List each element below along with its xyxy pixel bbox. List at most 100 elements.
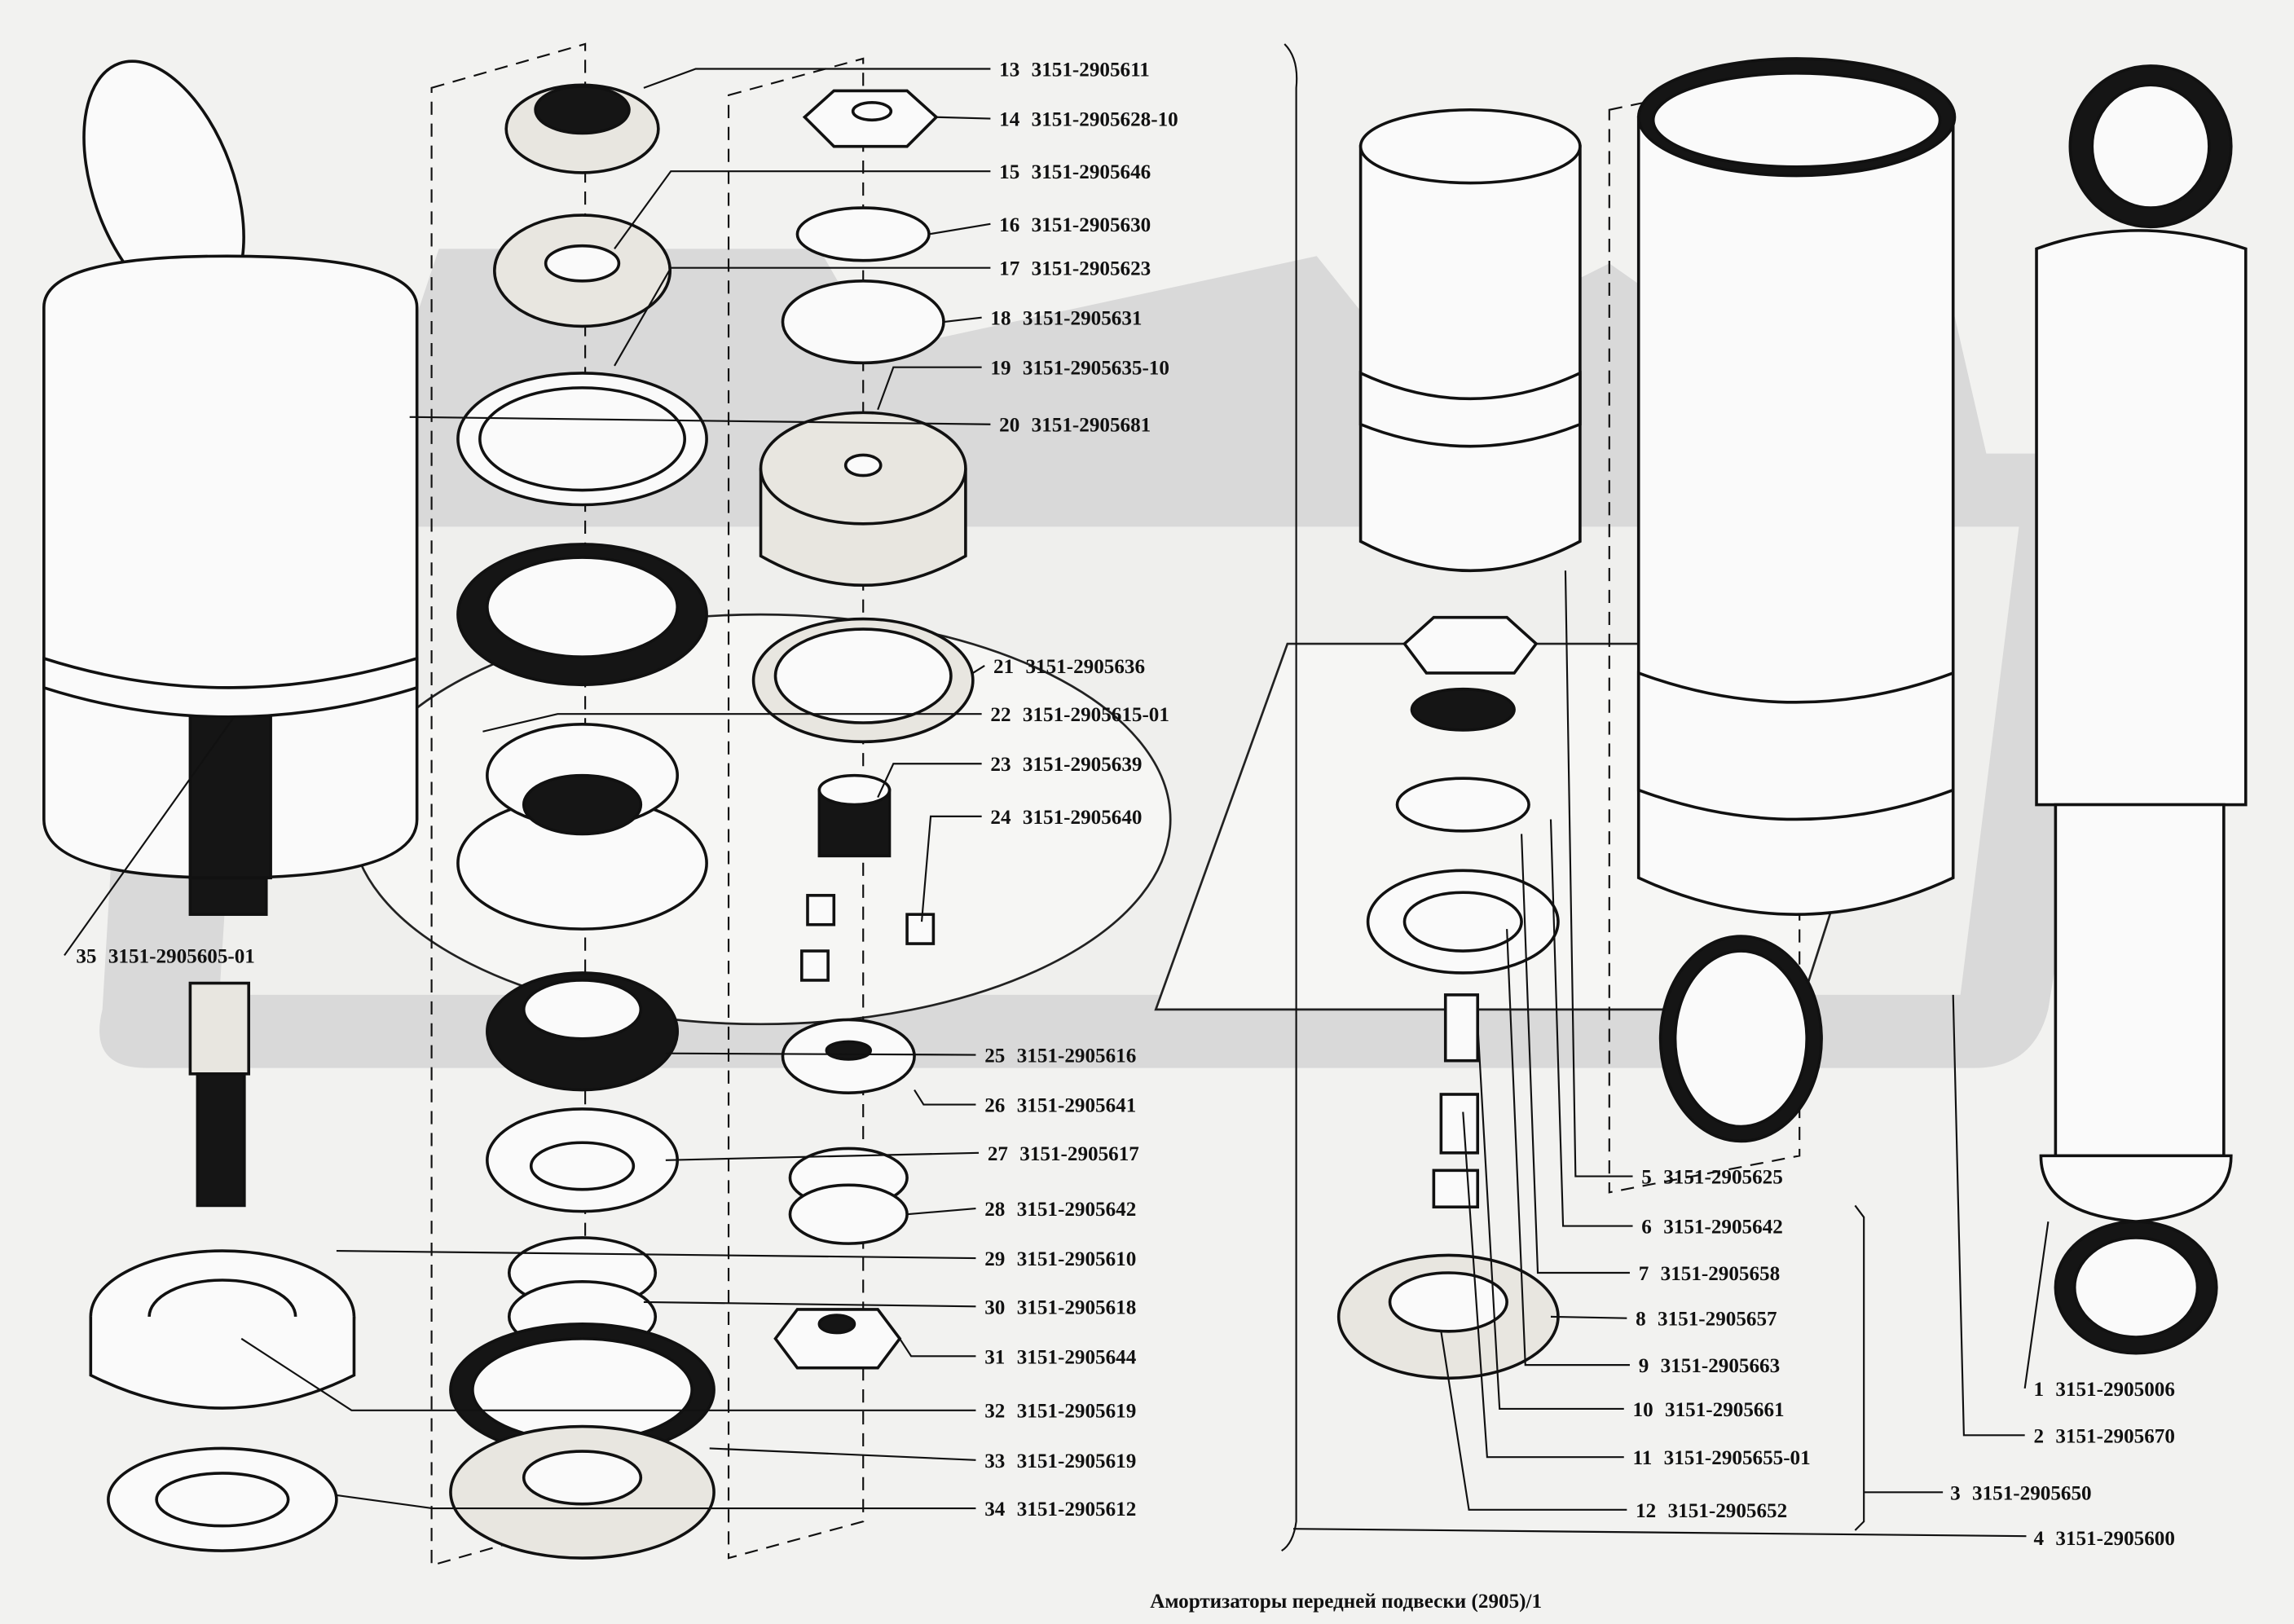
part-number: 31 [984,1346,1005,1368]
part-code: 3151-2905636 [1025,656,1145,678]
part-number: 21 [993,656,1014,678]
assembly-frame-left [430,42,587,1567]
part-label-33: 33 3151-2905619 [984,1450,1136,1472]
leader-line-8 [1550,1315,1627,1319]
leader-line-32 [240,1337,976,1411]
part-code: 3151-2905619 [1017,1401,1137,1423]
part-number: 2 [2033,1425,2044,1447]
part-number: 9 [1639,1355,1649,1377]
part-code: 3151-2905631 [1023,308,1143,330]
part-code: 3151-2905628-10 [1032,109,1178,131]
part-number: 19 [990,358,1011,380]
part-code: 3151-2905600 [2055,1528,2175,1550]
leader-line-6 [1549,819,1633,1227]
part-code: 3151-2905618 [1017,1296,1137,1318]
part-code: 3151-2905630 [1032,214,1151,236]
part-number: 28 [984,1199,1005,1221]
column-2-parts [449,83,715,1560]
leader-line-29 [336,1250,976,1260]
part-label-21: 21 3151-2905636 [993,656,1145,678]
leader-line-35 [64,716,236,957]
leader-line-23 [877,763,982,798]
leader-line-10 [1477,1023,1624,1411]
part-number: 11 [1633,1447,1653,1469]
leader-line-7 [1521,834,1630,1274]
part-number: 1 [2033,1379,2044,1401]
part-label-10: 10 3151-2905661 [1633,1399,1785,1421]
part-code: 3151-2905616 [1017,1045,1137,1067]
part-number: 23 [990,754,1011,776]
part-number: 17 [999,258,1019,280]
part-code: 3151-2905612 [1017,1499,1137,1521]
part-code: 3151-2905657 [1658,1309,1777,1331]
group-bracket-3 [1854,1204,1944,1531]
part-number: 27 [988,1143,1008,1165]
part-number: 7 [1639,1263,1649,1285]
part-label-24: 24 3151-2905640 [990,807,1142,829]
part-number: 6 [1641,1217,1652,1239]
leader-line-33 [709,1447,976,1461]
part-code: 3151-2905619 [1017,1450,1137,1472]
part-code: 3151-2905640 [1023,807,1143,829]
part-code: 3151-2905670 [2055,1425,2175,1447]
part-label-2: 2 3151-2905670 [2033,1425,2174,1447]
leader-line-18 [943,316,982,323]
leader-line-24 [920,815,982,922]
part-number: 10 [1633,1399,1653,1421]
leader-line-9 [1506,929,1630,1367]
part-code: 3151-2905639 [1023,754,1143,776]
part-label-4: 4 3151-2905600 [2033,1528,2174,1550]
part-number: 14 [999,109,1020,131]
part-code: 3151-2905650 [1972,1482,2092,1504]
part-code: 3151-2905642 [1663,1217,1783,1239]
part-number: 24 [990,807,1011,829]
leader-line-26 [914,1089,976,1106]
leader-line-2 [1952,994,2025,1437]
leader-line-11 [1462,1111,1624,1459]
part-number: 22 [990,704,1011,726]
part-code: 3151-2905006 [2055,1379,2175,1401]
leader-line-28 [906,1207,976,1216]
leader-line-34 [336,1494,976,1510]
part-number: 20 [999,415,1019,437]
nut-32 [89,1249,356,1410]
part-number: 18 [990,308,1011,330]
part-label-1: 1 3151-2905006 [2033,1379,2174,1401]
part-code: 3151-2905615-01 [1023,704,1169,726]
part-code: 3151-2905625 [1663,1167,1783,1189]
leader-line-19 [877,366,982,411]
part-code: 3151-2905661 [1665,1399,1785,1421]
part-code: 3151-2905635-10 [1023,358,1169,380]
assembly-frame-mid [727,57,865,1560]
part-code: 3151-2905646 [1032,161,1151,183]
leader-line-20 [409,416,991,425]
shock-absorber [2035,64,2248,1355]
part-number: 4 [2033,1528,2044,1550]
leader-line-21 [972,665,985,674]
part-number: 33 [984,1450,1005,1472]
leader-line-14 [936,116,991,120]
rod-pin [188,981,250,1208]
leader-line-17 [614,266,991,367]
part-code: 3151-2905641 [1017,1095,1137,1117]
part-label-22: 22 3151-2905615-01 [990,704,1169,726]
part-code: 3151-2905644 [1017,1346,1137,1368]
assembly-frame-right [1608,68,1801,1194]
cylinder-assembly [1636,57,1957,1143]
part-number: 15 [999,161,1019,183]
leader-line-5 [1564,570,1633,1177]
part-number: 8 [1636,1309,1646,1331]
